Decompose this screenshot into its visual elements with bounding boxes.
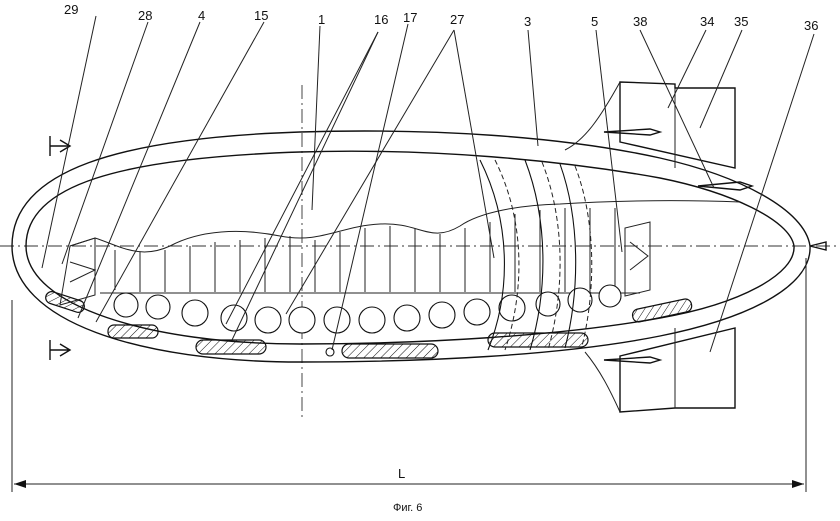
label-38: 38 xyxy=(633,14,647,29)
gas-cell-1 xyxy=(69,200,741,253)
nose-propellers xyxy=(49,136,827,360)
label-34: 34 xyxy=(700,14,714,29)
length-dimension: L xyxy=(11,258,807,492)
label-36: 36 xyxy=(804,18,818,33)
inner-hull xyxy=(25,150,795,345)
label-1: 1 xyxy=(318,12,325,27)
figure-caption: Фиг. 6 xyxy=(393,502,422,514)
ballast-pads xyxy=(45,291,693,359)
frame-ribs xyxy=(479,159,593,351)
label-29: 29 xyxy=(64,2,78,17)
label-27: 27 xyxy=(450,12,464,27)
label-5: 5 xyxy=(591,14,598,29)
label-35: 35 xyxy=(734,14,748,29)
label-4: 4 xyxy=(198,8,205,23)
label-17: 17 xyxy=(403,10,417,25)
label-16: 16 xyxy=(374,12,388,27)
label-28: 28 xyxy=(138,8,152,23)
part-labels: 29 28 4 15 1 16 17 27 3 5 38 34 35 36 xyxy=(64,2,818,33)
tail-fins xyxy=(564,81,736,413)
label-3: 3 xyxy=(524,14,531,29)
compartment-cells xyxy=(100,208,640,294)
label-15: 15 xyxy=(254,8,268,23)
dimension-label: L xyxy=(398,466,405,481)
nose-compartment xyxy=(59,237,97,306)
leader-lines xyxy=(41,15,815,353)
engine-nacelles xyxy=(603,128,755,364)
tail-compartment xyxy=(624,221,651,297)
ball-row xyxy=(113,284,622,357)
